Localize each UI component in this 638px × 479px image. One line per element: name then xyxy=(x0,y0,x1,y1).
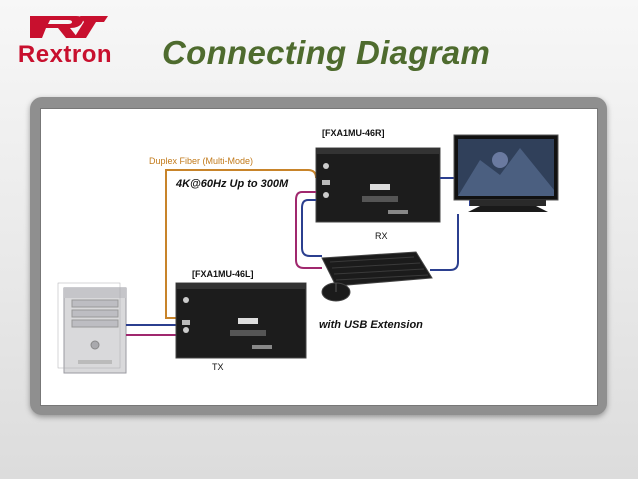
tx-box xyxy=(175,282,307,359)
tx-model-label: [FXA1MU-46L] xyxy=(192,269,254,279)
rx-usb-cable-keyboard xyxy=(295,191,322,269)
rx-label: RX xyxy=(375,231,388,241)
rx-model-label: [FXA1MU-46R] xyxy=(322,128,385,138)
pc-tower xyxy=(57,282,127,374)
rx-box xyxy=(315,147,441,223)
rextron-logo: Rextron xyxy=(10,14,120,70)
usb-extension-label: with USB Extension xyxy=(319,319,423,331)
display-monitor xyxy=(453,134,559,212)
keyboard-to-display-cable xyxy=(430,214,459,271)
rx-blue-cable-loop xyxy=(301,199,322,257)
rextron-logo-mark xyxy=(30,16,108,38)
fiber-label: Duplex Fiber (Multi-Mode) xyxy=(149,156,254,166)
mouse xyxy=(321,282,351,302)
tx-label: TX xyxy=(212,362,224,372)
brand-name: Rextron xyxy=(17,41,113,68)
page-title: Connecting Diagram xyxy=(162,34,491,71)
keyboard xyxy=(321,251,433,287)
spec-label: 4K@60Hz Up to 300M xyxy=(176,178,289,190)
